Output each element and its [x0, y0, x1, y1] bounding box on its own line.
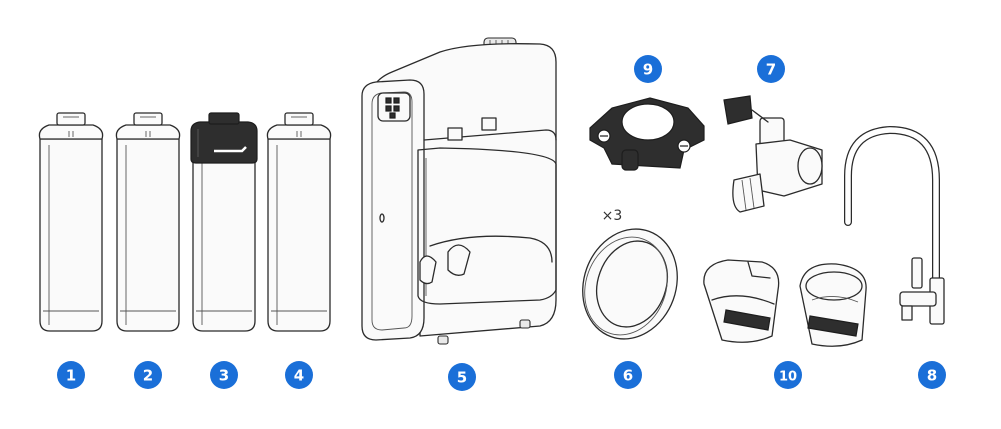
tube-connectors — [703, 259, 867, 347]
badge-3: 3 — [210, 361, 238, 389]
filter-cartridge-3 — [189, 111, 259, 332]
badge-1-label: 1 — [66, 367, 76, 385]
faucet — [844, 125, 945, 325]
badge-2-label: 2 — [143, 367, 153, 385]
badge-6-label: 6 — [623, 367, 633, 385]
tee-valve — [723, 95, 823, 213]
badge-6: 6 — [614, 361, 642, 389]
badge-10: 10 — [774, 361, 802, 389]
badge-2: 2 — [134, 361, 162, 389]
badge-8-label: 8 — [927, 367, 937, 385]
badge-7: 7 — [757, 55, 785, 83]
purifier-main-unit — [361, 37, 557, 345]
sealing-ring: ×3 — [582, 208, 678, 340]
badge-5-label: 5 — [457, 369, 467, 387]
badge-7-label: 7 — [766, 61, 776, 79]
badge-3-label: 3 — [219, 367, 229, 385]
badge-1: 1 — [57, 361, 85, 389]
filter-cartridge-2 — [115, 112, 181, 332]
drain-saddle-clamp — [589, 97, 705, 171]
badge-9: 9 — [634, 55, 662, 83]
badge-4-label: 4 — [294, 367, 304, 385]
filter-cartridge-1 — [38, 112, 104, 332]
badge-5: 5 — [448, 363, 476, 391]
sealing-ring-quantity: ×3 — [602, 208, 623, 224]
badge-8: 8 — [918, 361, 946, 389]
badge-9-label: 9 — [643, 61, 653, 79]
badge-4: 4 — [285, 361, 313, 389]
filter-cartridge-4 — [266, 112, 332, 332]
badge-10-label: 10 — [779, 370, 797, 385]
